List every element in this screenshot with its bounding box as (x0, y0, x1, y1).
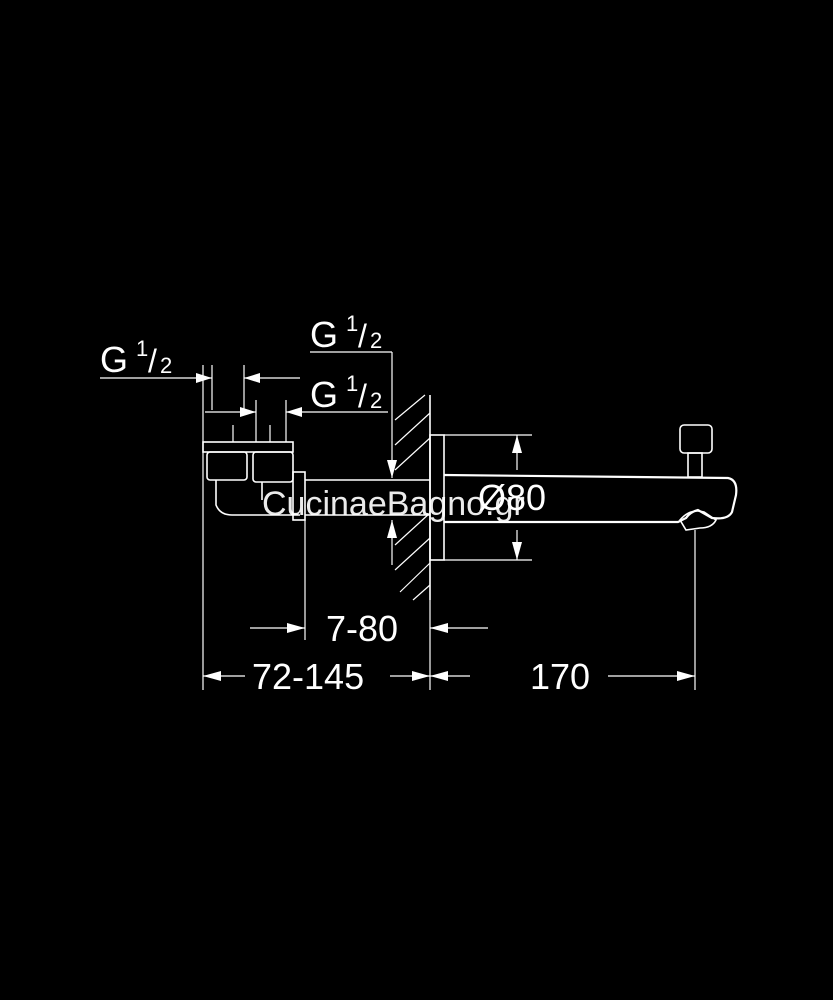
svg-text:1: 1 (346, 371, 358, 396)
spout (443, 424, 738, 531)
svg-text:2: 2 (370, 328, 382, 353)
svg-text:2: 2 (160, 353, 172, 378)
depth-range-label: 7-80 (326, 608, 398, 649)
spout-length-label: 170 (530, 656, 590, 697)
svg-text:2: 2 (370, 388, 382, 413)
concealed-body (202, 425, 430, 521)
arrowheads (196, 373, 695, 681)
wall-hatching (394, 394, 431, 601)
svg-text:G: G (310, 314, 338, 355)
svg-text:/: / (148, 343, 157, 379)
svg-text:G: G (310, 374, 338, 415)
svg-text:1: 1 (346, 311, 358, 336)
body-range-label: 72-145 (252, 656, 364, 697)
thread-label-top: G 1 / 2 (310, 311, 382, 355)
diameter-label: Ø80 (478, 477, 546, 518)
dimension-lines (203, 435, 695, 677)
svg-text:/: / (358, 378, 367, 414)
watermark: CucinaeBagno.gr (262, 485, 525, 523)
thread-label-middle: G 1 / 2 (310, 371, 382, 415)
thread-label-left: G 1 / 2 (100, 336, 172, 380)
svg-text:/: / (358, 318, 367, 354)
svg-text:G: G (100, 339, 128, 380)
rosette (429, 434, 445, 561)
svg-text:1: 1 (136, 336, 148, 361)
extension-lines (202, 365, 696, 690)
